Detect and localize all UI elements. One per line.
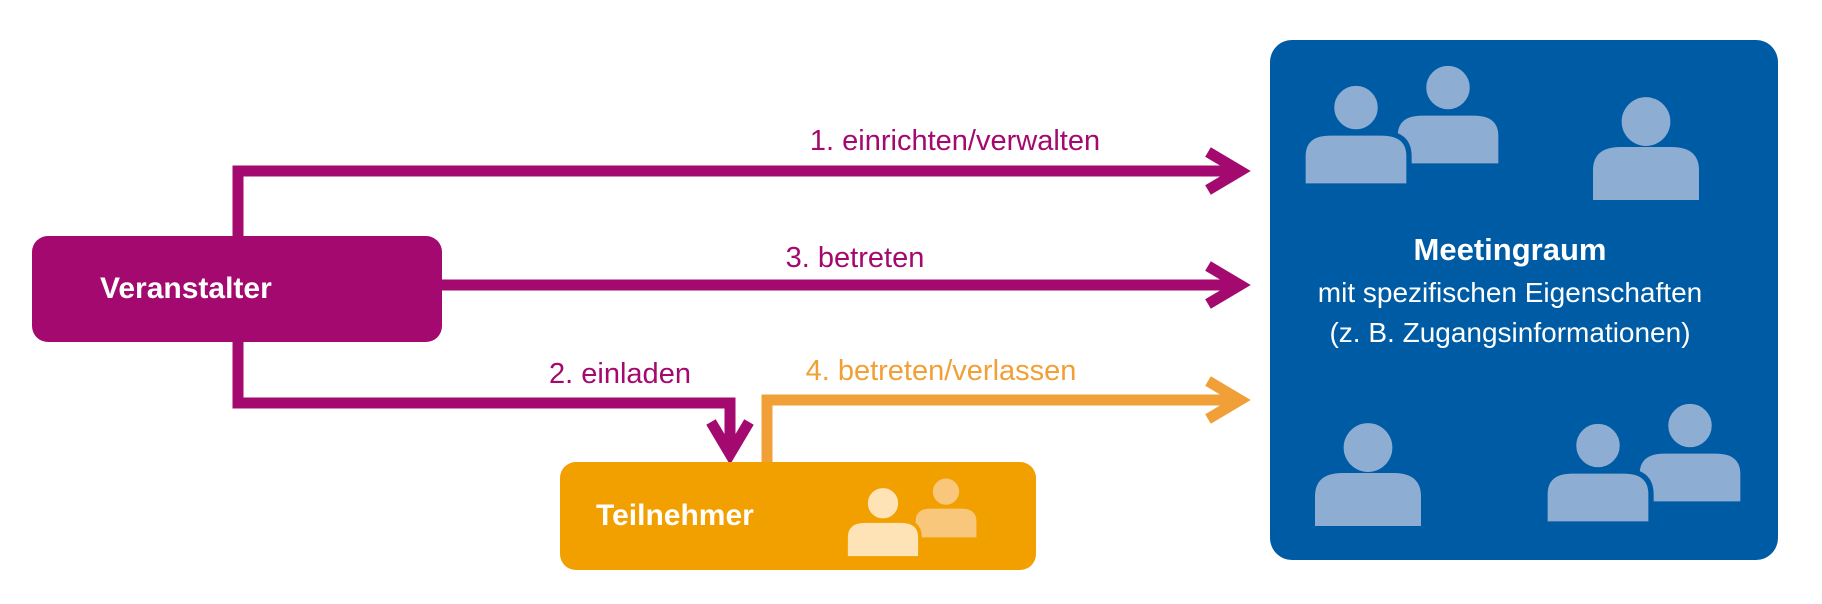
meeting-room-description-line1: mit spezifischen Eigenschaften bbox=[1318, 277, 1702, 308]
edge-setup: 1. einrichten/verwalten bbox=[232, 125, 1251, 236]
edge-participant-label: 4. betreten/verlassen bbox=[806, 355, 1077, 387]
arrowhead bbox=[1205, 147, 1251, 195]
organizer-box bbox=[32, 236, 442, 342]
arrowhead bbox=[706, 419, 754, 465]
edge-enter-label: 3. betreten bbox=[786, 242, 925, 274]
meeting-room-node: Meetingraum mit spezifischen Eigenschaft… bbox=[1270, 40, 1778, 560]
edge-participant-enter-leave: 4. betreten/verlassen bbox=[761, 355, 1251, 470]
edge-setup-label: 1. einrichten/verwalten bbox=[810, 125, 1100, 157]
edge-setup-line bbox=[232, 165, 1236, 236]
meeting-room-title: Meetingraum bbox=[1414, 232, 1607, 267]
edge-invite-label: 2. einladen bbox=[549, 358, 691, 390]
participant-node: Teilnehmer bbox=[560, 462, 1036, 570]
edge-enter: 3. betreten bbox=[438, 242, 1251, 309]
participant-label: Teilnehmer bbox=[596, 499, 754, 532]
edge-invite: 2. einladen bbox=[232, 336, 754, 465]
organizer-label: Veranstalter bbox=[100, 272, 272, 305]
arrowhead bbox=[1205, 376, 1251, 424]
edge-invite-line bbox=[232, 336, 736, 448]
meeting-room-description-line2: (z. B. Zugangsinformationen) bbox=[1329, 317, 1690, 348]
organizer-node: Veranstalter bbox=[32, 236, 442, 342]
edge-participant-line bbox=[761, 394, 1236, 470]
arrowhead bbox=[1205, 261, 1251, 309]
